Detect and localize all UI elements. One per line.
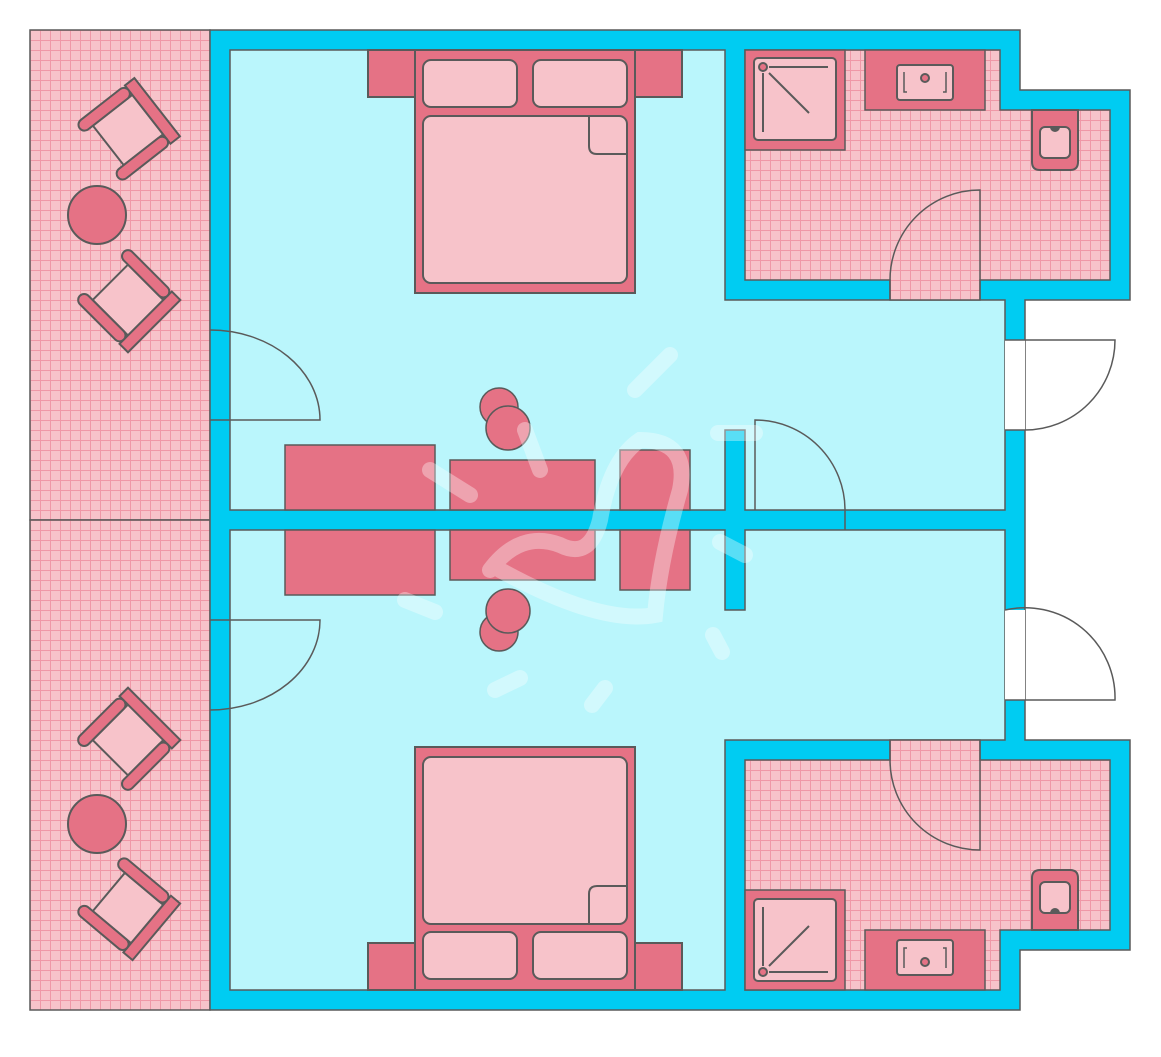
round-table-icon	[67, 185, 127, 245]
door-icon[interactable]	[754, 419, 846, 530]
doors	[209, 189, 1116, 851]
door-icon[interactable]	[889, 189, 981, 300]
desk-icon	[619, 449, 691, 511]
sink-icon	[864, 929, 986, 991]
toilet-icon	[1031, 869, 1079, 931]
desk-icon	[619, 529, 691, 591]
shower-icon	[744, 889, 846, 991]
shower-icon	[744, 49, 846, 151]
bathroom-bottom-fixtures	[744, 869, 1079, 991]
door-icon[interactable]	[209, 619, 321, 711]
bathroom-top-fixtures	[744, 49, 1079, 171]
sink-icon	[864, 49, 986, 111]
desk-icon	[449, 459, 596, 511]
door-icon[interactable]	[209, 329, 321, 421]
balcony-furniture	[67, 77, 182, 962]
door-icon[interactable]	[889, 740, 981, 851]
watermark-logo	[397, 347, 763, 713]
double-bed-icon	[367, 49, 683, 294]
desk-icon	[284, 444, 436, 511]
door-icon[interactable]	[1004, 607, 1116, 701]
stool-icon	[485, 405, 531, 451]
desk-icon	[449, 529, 596, 581]
door-icon[interactable]	[1005, 339, 1116, 431]
round-table-icon	[67, 794, 127, 854]
desk-icon	[284, 529, 436, 596]
stool-icon	[485, 588, 531, 634]
toilet-icon	[1031, 109, 1079, 171]
double-bed-icon	[367, 746, 683, 991]
